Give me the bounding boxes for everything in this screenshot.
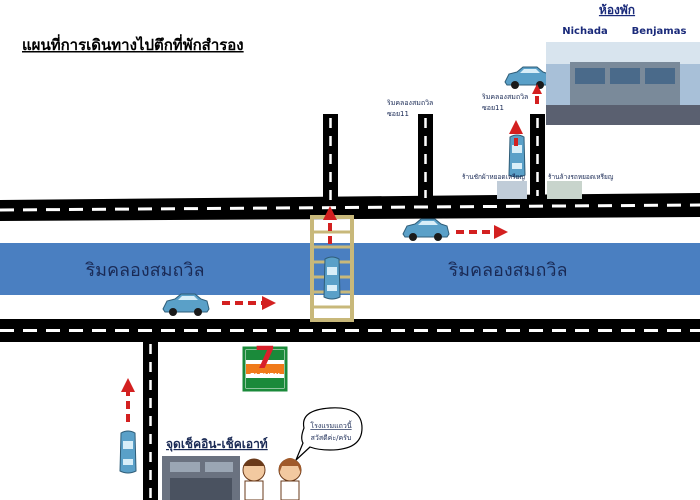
seven-number: 7 bbox=[255, 341, 276, 376]
seven-eleven-logo: 7 ELEVEN bbox=[242, 341, 288, 392]
checkin-road bbox=[143, 340, 158, 500]
speech-bubble: โรงแรมแถวนี้ สวัสดีค่ะ/ครับ bbox=[295, 407, 363, 461]
soi-left-line2: ซอย11 bbox=[387, 110, 409, 118]
building-benjamas: Benjamas bbox=[632, 26, 687, 37]
car-upper-road bbox=[402, 218, 450, 242]
building-nichada: Nichada bbox=[562, 26, 608, 37]
upper-road bbox=[0, 193, 700, 221]
hotel-photo bbox=[546, 42, 700, 125]
soi-right-line2: ซอย11 bbox=[482, 104, 504, 112]
car-lower-road bbox=[162, 293, 210, 317]
speech-line1: โรงแรมแถวนี้ bbox=[310, 419, 352, 430]
car-on-bridge bbox=[323, 256, 341, 300]
soi-road-2 bbox=[418, 114, 433, 202]
shop-laundry-label: ร้านชักผ้าหยอดเหรียญ bbox=[462, 173, 525, 181]
hotel-heading: ห้องพัก bbox=[599, 3, 635, 17]
soi-road-3 bbox=[530, 114, 545, 200]
route-arrows bbox=[126, 94, 539, 422]
canal-label-left: ริมคลองสมถวิล bbox=[85, 260, 204, 281]
soi-road-1 bbox=[323, 114, 338, 204]
shop-laundry-photo bbox=[497, 181, 527, 199]
staff-cartoon bbox=[242, 458, 302, 500]
seven-name: ELEVEN bbox=[250, 372, 280, 380]
checkin-label: จุดเช็คอิน-เช็คเอาท์ bbox=[166, 436, 268, 452]
shop-carwash-photo bbox=[547, 181, 582, 199]
car-near-hotel bbox=[504, 66, 552, 90]
car-checkin-road bbox=[119, 430, 137, 474]
shop-carwash-label: ร้านล้างรถหยอดเหรียญ bbox=[548, 173, 614, 181]
soi-right-line1: ริมคลองสมถวิล bbox=[482, 93, 529, 101]
checkin-building-photo bbox=[162, 456, 240, 500]
arrow-heads bbox=[121, 84, 542, 392]
speech-line2: สวัสดีค่ะ/ครับ bbox=[311, 434, 352, 442]
lower-road bbox=[0, 319, 700, 342]
canal-label-right: ริมคลองสมถวิล bbox=[448, 260, 567, 281]
soi-left-line1: ริมคลองสมถวิล bbox=[387, 99, 434, 107]
map-title: แผนที่การเดินทางไปตึกที่พักสำรอง bbox=[22, 34, 244, 54]
